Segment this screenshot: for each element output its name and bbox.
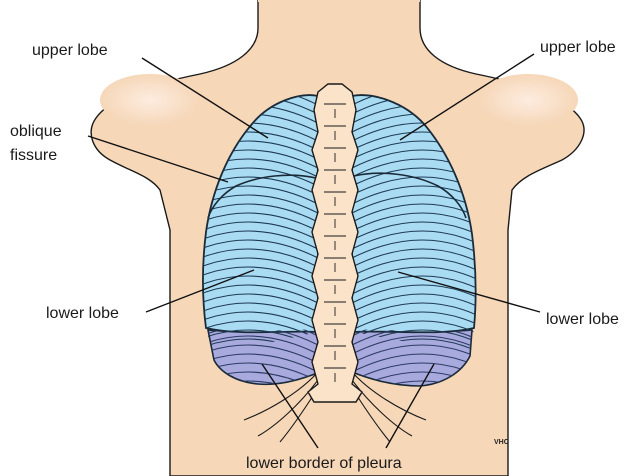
label-lower-border-of-pleura: lower border of pleura: [246, 455, 402, 472]
label-fissure: fissure: [10, 147, 57, 164]
label-oblique: oblique: [10, 123, 62, 140]
label-upper-lobe-left: upper lobe: [32, 42, 108, 59]
label-lower-lobe-left: lower lobe: [46, 305, 119, 322]
left-shoulder-highlight: [100, 74, 200, 126]
artist-signature: VHC: [494, 439, 509, 446]
right-shoulder-highlight: [478, 74, 578, 126]
label-upper-lobe-right: upper lobe: [540, 39, 616, 56]
neck-top: [258, 0, 420, 2]
label-lower-lobe-right: lower lobe: [546, 311, 619, 328]
